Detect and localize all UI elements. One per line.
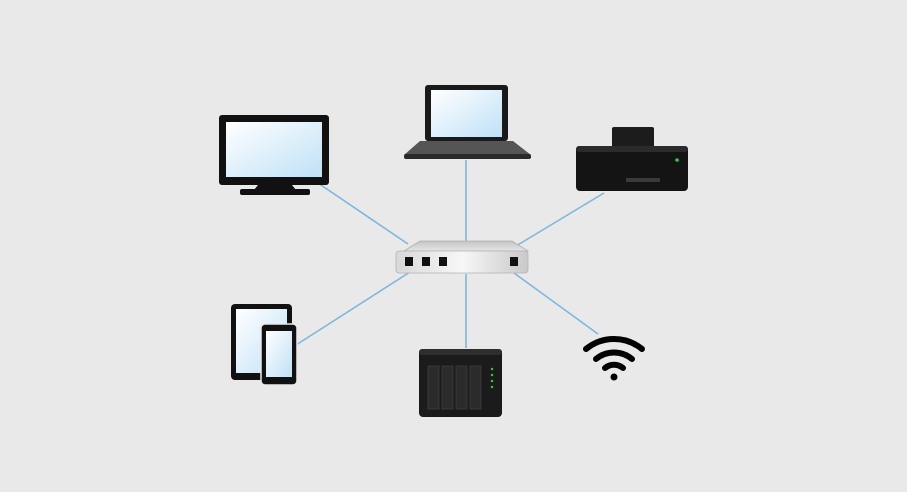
printer-led: [675, 158, 679, 162]
monitor-stand: [254, 185, 296, 190]
nas-bay-4: [469, 365, 482, 410]
tablet-phone-icon: [231, 304, 298, 386]
laptop-edge: [404, 154, 531, 159]
switch-port-3: [439, 257, 447, 266]
wifi-arc-inner: [602, 361, 626, 371]
wifi-arc-outer: [583, 336, 645, 352]
link-printer: [515, 192, 605, 247]
monitor-base: [240, 189, 310, 195]
switch-port-4: [510, 257, 518, 266]
wifi-dot: [610, 373, 618, 381]
network-switch-icon: [395, 240, 530, 274]
nas-led-2: [490, 373, 494, 377]
printer-top-panel: [576, 146, 688, 152]
nas-bay-1: [427, 365, 440, 410]
printer-body: [576, 146, 688, 191]
nas-top: [419, 349, 502, 355]
phone-screen: [266, 331, 292, 377]
link-tablet-phone: [295, 271, 411, 346]
nas-led-3: [490, 379, 494, 383]
nas-led-1: [490, 367, 494, 371]
wifi-icon: [583, 336, 645, 381]
link-wifi: [513, 272, 599, 335]
monitor-icon: [219, 115, 329, 195]
wifi-arc-middle: [593, 349, 635, 362]
switch-top: [402, 240, 530, 252]
nas-led-4: [490, 385, 494, 389]
laptop-icon: [404, 85, 531, 159]
nas-storage-icon: [419, 349, 502, 417]
printer-icon: [576, 127, 688, 191]
laptop-base: [404, 141, 531, 155]
printer-paper-tray: [612, 127, 654, 149]
monitor-screen: [226, 122, 322, 177]
link-monitor: [317, 182, 409, 245]
printer-output-slot: [626, 178, 660, 182]
laptop-screen: [431, 90, 502, 137]
nas-bay-3: [455, 365, 468, 410]
switch-port-1: [405, 257, 413, 266]
switch-port-2: [422, 257, 430, 266]
switch-body: [395, 250, 529, 274]
nas-bay-2: [441, 365, 454, 410]
connection-links: [295, 160, 605, 348]
